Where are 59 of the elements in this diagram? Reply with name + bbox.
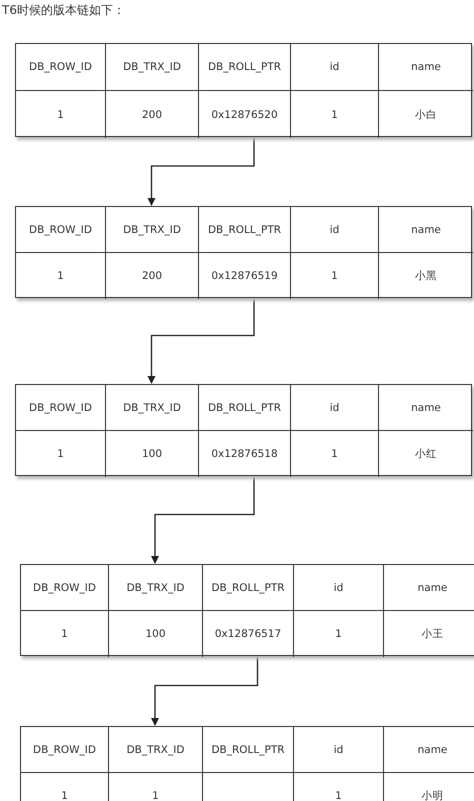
record-table: [15, 43, 472, 137]
column-header: name: [411, 224, 441, 236]
heading: T6时候的版本链如下：: [2, 2, 125, 19]
cell-value: 1: [61, 790, 68, 801]
cell-value: 小王: [422, 627, 444, 641]
column-header: id: [334, 744, 344, 756]
cell-value: 1: [335, 628, 342, 640]
record-table: [20, 564, 474, 656]
column-header: DB_ROW_ID: [33, 582, 96, 594]
column-header: name: [411, 402, 441, 414]
column-header: DB_ROW_ID: [33, 744, 96, 756]
column-header: DB_TRX_ID: [126, 744, 184, 756]
column-header: DB_TRX_ID: [123, 402, 181, 414]
column-header: id: [330, 224, 340, 236]
cell-value: 小红: [415, 447, 437, 461]
cell-value: 1: [335, 790, 342, 801]
column-header: DB_ROLL_PTR: [208, 61, 282, 73]
cell-value: 1: [61, 628, 68, 640]
arrow: [148, 137, 255, 206]
column-header: DB_ROLL_PTR: [211, 582, 285, 594]
cell-value: 小明: [422, 789, 444, 801]
cell-value: 1: [152, 790, 159, 801]
cell-value: 200: [142, 108, 162, 120]
cell-value: 100: [145, 628, 166, 640]
column-header: name: [418, 582, 448, 594]
cell-value: 1: [57, 108, 64, 120]
column-header: DB_TRX_ID: [123, 61, 181, 73]
column-header: id: [330, 61, 340, 73]
record-table: [20, 726, 474, 801]
cell-value: 1: [331, 448, 338, 460]
cell-value: 100: [142, 448, 162, 460]
cell-value: 0x12876518: [211, 448, 278, 460]
column-header: DB_ROW_ID: [29, 224, 92, 236]
arrow: [151, 656, 258, 726]
cell-value: 1: [57, 448, 64, 460]
cell-value: 1: [331, 270, 338, 282]
cell-value: 小白: [415, 108, 437, 122]
record-table: [15, 384, 472, 476]
column-header: DB_ROLL_PTR: [211, 744, 285, 756]
cell-value: 0x12876520: [211, 108, 278, 120]
cell-value: 0x12876517: [214, 628, 282, 640]
column-header: id: [330, 402, 340, 414]
arrow: [151, 476, 255, 564]
record-table: [15, 206, 472, 298]
column-header: id: [334, 582, 344, 594]
column-header: DB_TRX_ID: [126, 582, 184, 594]
column-header: name: [418, 744, 448, 756]
cell-value: 1: [331, 108, 338, 120]
column-header: DB_TRX_ID: [123, 224, 181, 236]
cell-value: 小黑: [415, 269, 437, 283]
cell-value: 200: [142, 270, 162, 282]
column-header: DB_ROW_ID: [29, 402, 92, 414]
cell-value: 0x12876519: [211, 270, 278, 282]
column-header: DB_ROLL_PTR: [208, 224, 282, 236]
column-header: DB_ROLL_PTR: [208, 402, 282, 414]
arrow: [148, 298, 255, 384]
column-header: DB_ROW_ID: [29, 61, 92, 73]
cell-value: 1: [57, 270, 64, 282]
column-header: name: [411, 61, 441, 73]
